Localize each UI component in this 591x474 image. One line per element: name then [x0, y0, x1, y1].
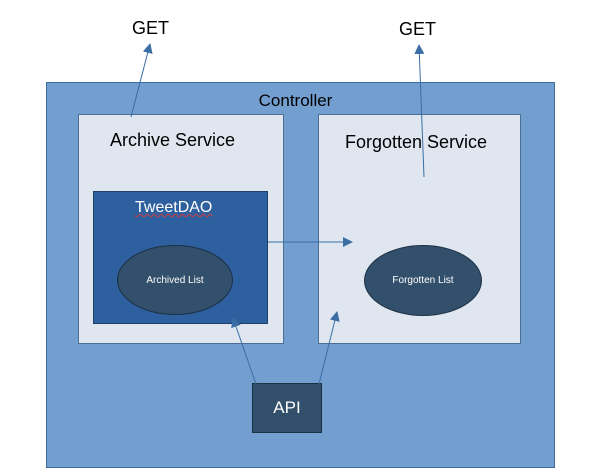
arrow-archive-to-get — [130, 43, 153, 118]
arrow-forgotten-to-get — [414, 44, 425, 178]
arrow-api-to-forgotten — [318, 311, 340, 385]
api-label: API — [273, 398, 301, 417]
forgotten-list-node: Forgotten List — [364, 245, 482, 316]
archived-list-label: Archived List — [146, 274, 204, 286]
get-left-label: GET — [132, 18, 170, 38]
api-box: API — [252, 383, 322, 433]
arrow-api-to-dao — [231, 317, 257, 385]
forgotten-service-label: Forgotten Service — [345, 132, 488, 152]
archive-service-label: Archive Service — [110, 130, 236, 150]
get-right-label: GET — [399, 19, 437, 39]
archived-list-node: Archived List — [117, 245, 233, 315]
tweet-dao-label: TweetDAO — [135, 199, 213, 216]
forgotten-list-label: Forgotten List — [392, 275, 454, 286]
controller-label: Controller — [258, 91, 333, 110]
